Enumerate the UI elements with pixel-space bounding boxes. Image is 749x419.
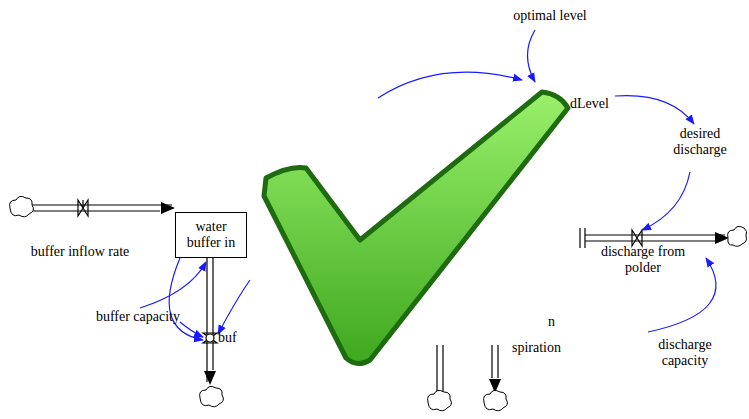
variable-label: buffer capacity (70, 309, 180, 325)
variable-label: spiration (512, 340, 592, 356)
check-mark (264, 92, 568, 364)
variable-label: discharge from polder (588, 244, 698, 276)
variable-label: optimal level (495, 8, 605, 24)
variable-label: n (548, 314, 568, 330)
variable-label: dLevel (570, 96, 630, 112)
stock-box: water buffer in (175, 212, 247, 258)
variable-label: buffer inflow rate (30, 244, 130, 260)
variable-label: desired discharge (660, 126, 740, 158)
variable-label: buf (218, 330, 248, 346)
stock-name: water buffer in (180, 219, 242, 251)
variable-label: discharge capacity (645, 337, 725, 369)
